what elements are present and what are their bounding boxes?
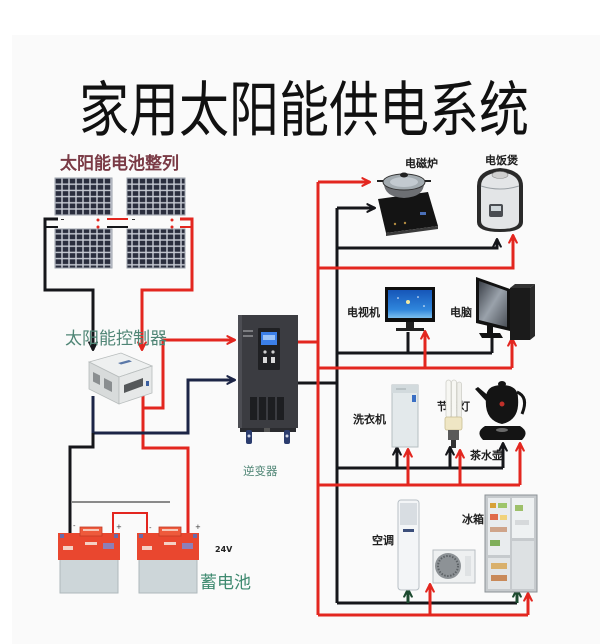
diagram-title: 家用太阳能供电系统 (79, 77, 529, 147)
air-conditioner-label: 空调 (372, 533, 394, 547)
panel-terminal-positive (170, 218, 174, 222)
charge-controller-icon (87, 352, 154, 405)
kettle-icon (475, 381, 527, 440)
solar-panel-icon (54, 177, 113, 216)
panel-terminal-negative (132, 219, 135, 220)
wiring (43, 182, 528, 617)
rice-cooker: 电饭煲 (477, 153, 523, 232)
battery-voltage: 24V (215, 545, 233, 554)
energy-saving-lamp: 节能灯 (437, 379, 470, 448)
controller-label: 太阳能控制器 (65, 329, 167, 349)
solar-array (54, 177, 186, 269)
computer: 电脑 (450, 277, 535, 340)
energy-saving-lamp-icon (444, 379, 463, 448)
refrigerator-label: 冰箱 (462, 512, 484, 526)
computer-icon (476, 277, 535, 340)
rice-cooker-icon (477, 168, 523, 232)
solar-panel-icon (126, 177, 186, 216)
battery-terminal-negative: - (149, 524, 152, 532)
battery-terminal-positive: + (195, 523, 201, 531)
refrigerator: 冰箱 (462, 494, 538, 593)
panel-terminal-positive (96, 225, 100, 229)
tv-label: 电视机 (347, 305, 380, 319)
panel-terminal-negative (61, 219, 64, 220)
rice-cooker-label: 电饭煲 (485, 153, 519, 167)
washing-machine-label: 洗衣机 (353, 412, 386, 426)
battery-bank: - + - + (58, 522, 201, 594)
wire-negative-controller-to-battery (68, 433, 95, 533)
battery-terminal-negative: - (73, 522, 76, 530)
washing-machine: 洗衣机 (353, 384, 419, 448)
inverter-icon (238, 315, 298, 444)
wire-battery-series-link (112, 512, 148, 536)
tv-icon (385, 287, 435, 331)
induction-cooker: 电磁炉 (377, 156, 438, 236)
solar-panel-icon (54, 228, 113, 269)
television: 电视机 (347, 287, 435, 331)
wire-positive-array-to-controller (142, 217, 194, 350)
panel-terminal-positive (96, 218, 100, 222)
solar-array-label: 太阳能电池整列 (60, 153, 179, 174)
wire-neutral-rice-cooker (337, 239, 497, 250)
air-conditioner: 空调 (372, 499, 476, 591)
computer-label: 电脑 (450, 305, 472, 319)
battery-icon (137, 526, 199, 594)
wire-negative-controller-to-inverter (91, 380, 235, 435)
refrigerator-icon (484, 494, 538, 593)
wire-live-rice-cooker (318, 235, 513, 270)
title-group: 家用太阳能供电系统 (79, 77, 529, 147)
wire-negative-array-to-controller (43, 217, 93, 350)
inverter-label: 逆变器 (243, 464, 278, 478)
washing-machine-icon (391, 384, 419, 448)
battery-icon (58, 526, 120, 594)
kettle: 茶水壶 (469, 381, 527, 462)
induction-cooker-icon (377, 172, 438, 236)
battery-terminal-positive: + (116, 523, 122, 531)
wire-positive-controller-to-battery (141, 408, 190, 533)
induction-cooker-label: 电磁炉 (405, 156, 438, 170)
wire-positive-controller-to-inverter (141, 340, 235, 410)
solar-panel-icon (126, 228, 186, 269)
air-conditioner-icon (397, 499, 476, 591)
panel-terminal-positive (170, 225, 174, 229)
kettle-label: 茶水壶 (469, 448, 503, 462)
battery-label: 蓄电池 (200, 573, 251, 593)
